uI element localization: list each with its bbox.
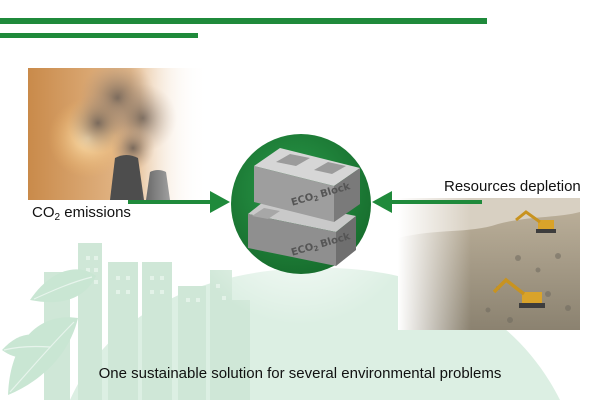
arrow-right-icon	[128, 191, 230, 213]
quarry-excavators-photo	[398, 198, 580, 330]
co2-emissions-label-rest: emissions	[60, 204, 131, 221]
arrow-left-icon	[372, 191, 482, 213]
header-bar-long	[0, 18, 487, 24]
header-bar-short	[0, 33, 198, 38]
block-text-bottom-sub: 2	[312, 244, 320, 254]
concrete-block-upper	[254, 148, 360, 222]
co2-emissions-label: CO2 emissions	[32, 204, 131, 223]
co2-emissions-label-sub: 2	[54, 212, 61, 223]
power-plant-smoke-photo	[28, 68, 214, 200]
city-silhouette	[44, 243, 250, 400]
co2-emissions-label-main: CO	[32, 204, 55, 221]
resources-depletion-label: Resources depletion	[444, 178, 581, 195]
footer-caption: One sustainable solution for several env…	[98, 365, 502, 382]
block-text-top-sub: 2	[312, 194, 320, 204]
eco2-concrete-block-icon	[231, 134, 371, 274]
